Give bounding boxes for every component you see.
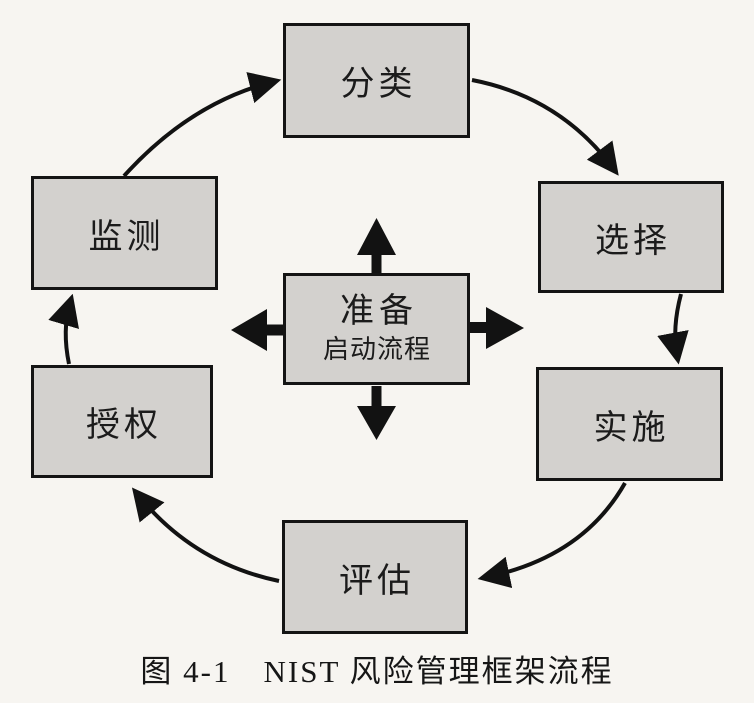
figure-caption: 图 4-1 NIST 风险管理框架流程 (140, 654, 614, 689)
arrow-authorize-to-monitor (48, 293, 79, 365)
arrow-implement-to-assess (477, 482, 627, 589)
node-prepare-title: 准备 (340, 293, 418, 330)
node-assess: 评估 (282, 520, 468, 634)
block-arrow-down-icon (357, 386, 396, 440)
node-categorize-label: 分类 (340, 66, 417, 103)
node-implement-label: 实施 (593, 409, 670, 447)
arrow-monitor-to-categorize (122, 72, 282, 178)
node-monitor-label: 监测 (88, 218, 165, 256)
node-categorize: 分类 (283, 23, 470, 138)
arrow-categorize-to-select (471, 78, 619, 176)
arrow-select-to-implement (657, 293, 689, 365)
block-arrow-left-icon (231, 309, 283, 351)
node-select-label: 选择 (595, 222, 671, 260)
node-monitor: 监测 (31, 176, 218, 290)
arrow-assess-to-authorize (131, 487, 280, 583)
node-implement: 实施 (536, 367, 723, 481)
node-prepare-subtitle: 启动流程 (322, 335, 431, 364)
node-select: 选择 (538, 181, 724, 293)
node-prepare: 准备 启动流程 (283, 273, 470, 385)
node-assess-label: 评估 (339, 562, 415, 600)
node-authorize: 授权 (31, 365, 213, 478)
node-authorize-label: 授权 (86, 407, 162, 444)
block-arrow-right-icon (470, 307, 524, 349)
block-arrow-up-icon (357, 218, 396, 274)
